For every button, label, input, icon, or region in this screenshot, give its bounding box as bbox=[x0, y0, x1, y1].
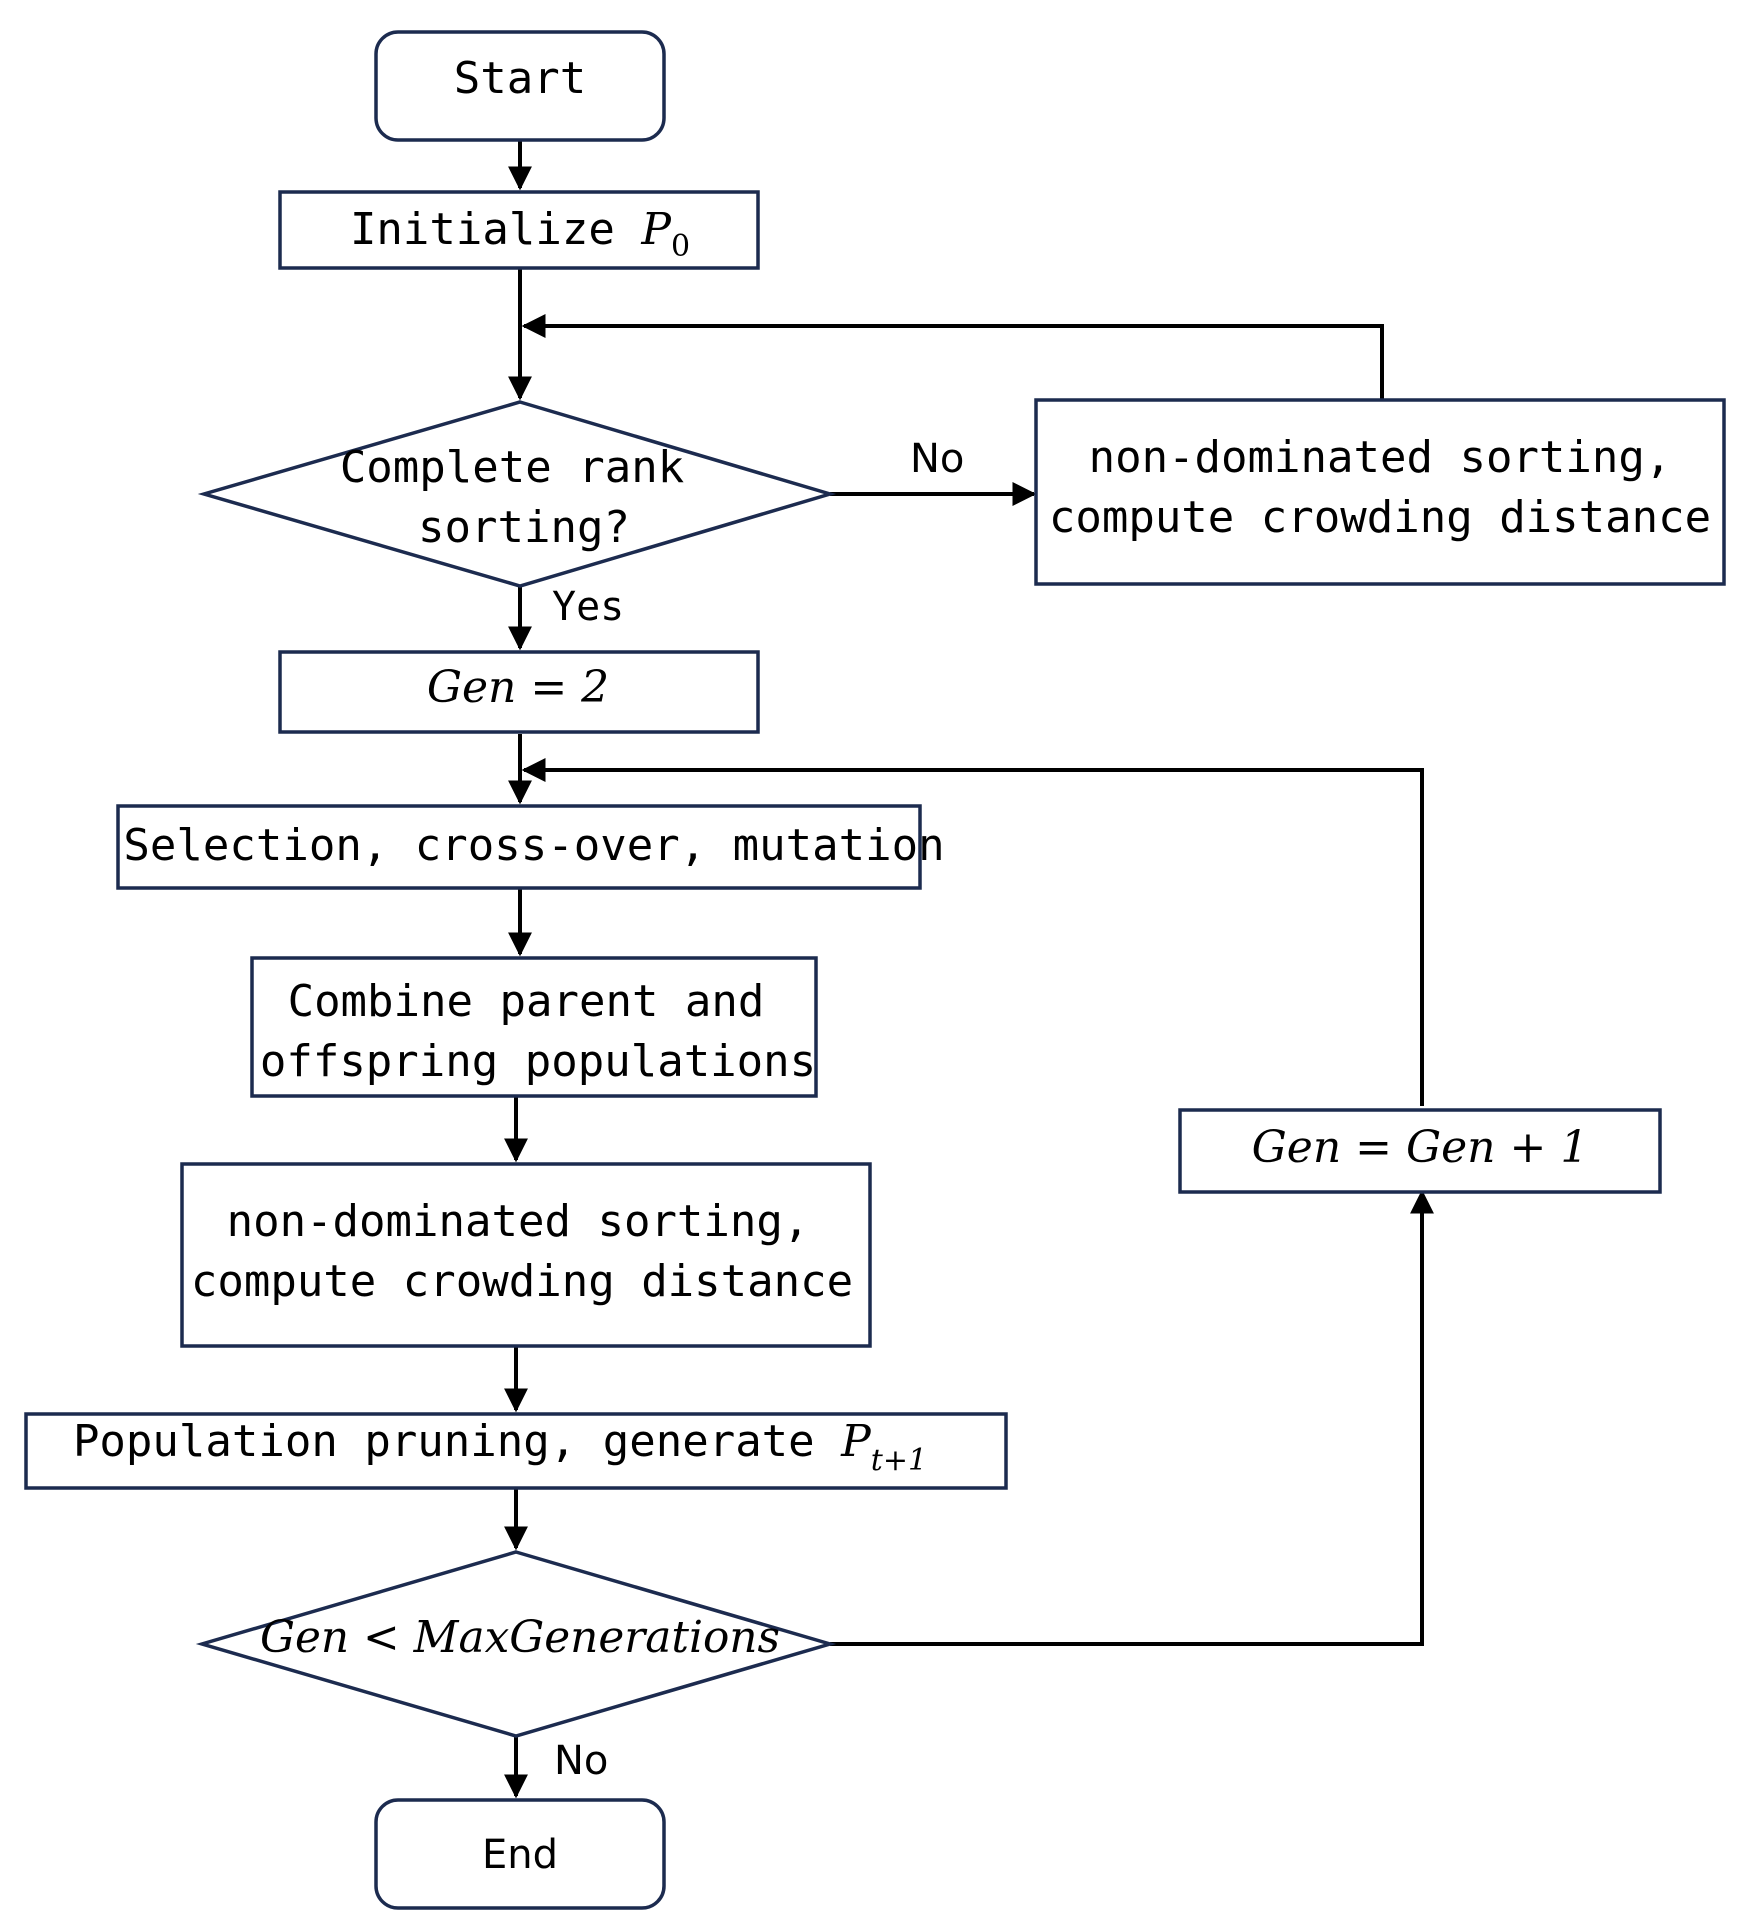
gen-increment-node: Gen = Gen + 1 bbox=[1178, 1108, 1662, 1194]
edge-label-rank-no: No bbox=[910, 436, 964, 482]
arrow-sorting-loop-back bbox=[521, 314, 1384, 400]
arrow-decision-yes-to-increment bbox=[830, 1189, 1434, 1646]
edge-label-rank-yes: Yes bbox=[552, 584, 624, 630]
gen-init-label: Gen = 2 bbox=[427, 662, 609, 713]
pruning-text: Population pruning, generate bbox=[73, 1416, 841, 1467]
end-terminal bbox=[374, 1798, 666, 1910]
start-terminal bbox=[374, 30, 666, 142]
initialize-node: Initialize P0 bbox=[278, 190, 760, 270]
decision-gen-diamond bbox=[195, 1550, 837, 1738]
combine-box bbox=[250, 956, 818, 1098]
sorting-main-box bbox=[180, 1162, 872, 1348]
connectors bbox=[504, 140, 1434, 1799]
sorting-side-node: non-dominated sorting, compute crowding … bbox=[1034, 398, 1726, 586]
gen-init-node: Gen = 2 bbox=[278, 650, 760, 734]
combine-node: Combine parent and offspring populations bbox=[250, 956, 818, 1098]
selection-box bbox=[116, 804, 922, 890]
initialize-text: Initialize bbox=[350, 204, 641, 255]
pruning-node: Population pruning, generate Pt+1 bbox=[24, 1412, 1008, 1490]
sorting-main-line1: non-dominated sorting, bbox=[227, 1196, 810, 1247]
initialize-box bbox=[278, 190, 760, 270]
sorting-side-line1: non-dominated sorting, bbox=[1089, 432, 1672, 483]
gen-increment-label: Gen = Gen + 1 bbox=[1252, 1122, 1589, 1173]
initialize-math: P bbox=[640, 204, 672, 255]
sorting-main-node: non-dominated sorting, compute crowding … bbox=[180, 1162, 872, 1348]
pruning-label: Population pruning, generate Pt+1 bbox=[73, 1416, 927, 1478]
start-node: Start bbox=[374, 30, 666, 142]
sorting-main-line2: compute crowding distance bbox=[191, 1256, 853, 1307]
sorting-side-line2: compute crowding distance bbox=[1049, 492, 1711, 543]
decision-gen-label: Gen < MaxGenerations bbox=[260, 1612, 780, 1663]
pruning-box bbox=[24, 1412, 1008, 1490]
selection-label: Selection, cross-over, mutation bbox=[123, 820, 944, 871]
start-label: Start bbox=[454, 53, 586, 104]
gen-increment-box bbox=[1178, 1108, 1662, 1194]
initialize-label: Initialize P0 bbox=[350, 204, 690, 264]
combine-line2: offspring populations bbox=[260, 1036, 816, 1087]
end-node: End bbox=[374, 1798, 666, 1910]
gen-init-box bbox=[278, 650, 760, 734]
decision-rank-diamond bbox=[197, 400, 837, 588]
decision-rank-line2: sorting? bbox=[418, 502, 630, 553]
initialize-sub: 0 bbox=[671, 229, 690, 264]
end-label: End bbox=[482, 1832, 558, 1878]
decision-rank-line1: Complete rank bbox=[340, 442, 684, 493]
edge-label-gen-no: No bbox=[554, 1738, 608, 1784]
combine-line1: Combine parent and bbox=[288, 976, 765, 1027]
pruning-math: P bbox=[840, 1416, 872, 1467]
decision-rank-node: Complete rank sorting? bbox=[197, 400, 837, 588]
selection-node: Selection, cross-over, mutation bbox=[116, 804, 945, 890]
decision-gen-node: Gen < MaxGenerations bbox=[195, 1550, 837, 1738]
sorting-side-box bbox=[1034, 398, 1726, 586]
arrow-increment-loop-back bbox=[521, 758, 1424, 1106]
pruning-sub: t+1 bbox=[871, 1443, 927, 1478]
